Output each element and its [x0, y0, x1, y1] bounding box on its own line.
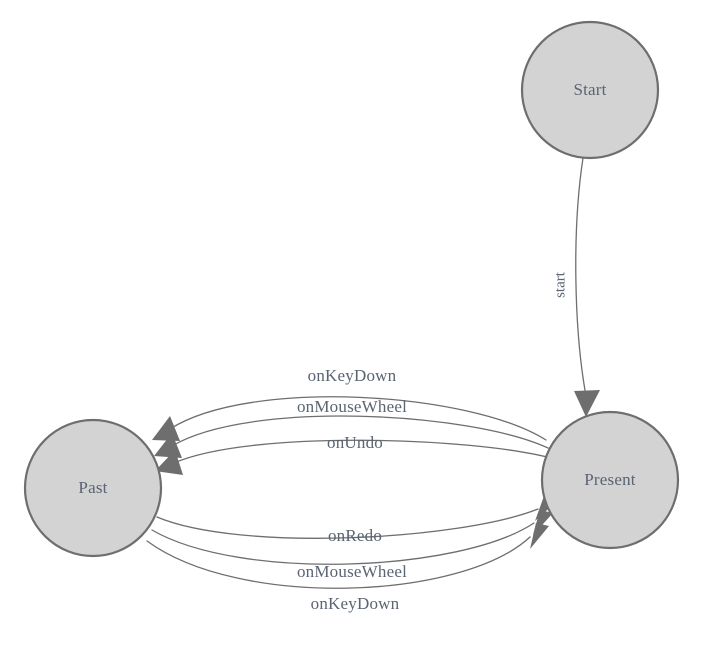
edge-past-present-mousewheel-path: [151, 522, 535, 565]
node-present-label: Present: [584, 470, 636, 489]
edge-past-present-redo-path: [156, 508, 539, 539]
node-past[interactable]: Past: [23, 418, 163, 558]
edge-start-label: start: [552, 271, 568, 298]
node-past-label: Past: [78, 478, 107, 497]
edge-start-arrowhead: [574, 390, 600, 417]
node-start[interactable]: Start: [520, 20, 660, 160]
node-present[interactable]: Present: [540, 410, 680, 550]
edge-past-present-keydown[interactable]: onKeyDown: [146, 523, 549, 613]
edge-past-present-keydown-path: [146, 536, 531, 589]
edge-present-past-mousewheel-path: [171, 415, 549, 449]
edge-past-present-keydown-arrowhead: [530, 523, 549, 549]
edge-past-present-redo-label: onRedo: [328, 526, 382, 545]
node-start-circle: [520, 20, 660, 160]
edge-present-past-undo-label: onUndo: [327, 433, 383, 452]
edge-present-past-keydown-path: [169, 396, 547, 441]
edge-present-past-mousewheel-label: onMouseWheel: [297, 397, 407, 416]
edge-present-past-keydown-label: onKeyDown: [308, 366, 397, 385]
edge-past-present-keydown-label: onKeyDown: [311, 594, 400, 613]
edge-past-present-mousewheel-label: onMouseWheel: [297, 562, 407, 581]
node-present-circle: [540, 410, 680, 550]
edge-present-past-undo-arrowhead: [155, 450, 183, 475]
edge-present-past-undo[interactable]: onUndo: [155, 433, 552, 475]
edge-present-past-keydown[interactable]: onKeyDown: [152, 366, 547, 441]
edge-past-present-redo[interactable]: onRedo: [156, 496, 557, 545]
edge-present-past-keydown-arrowhead: [152, 416, 180, 441]
node-start-label: Start: [573, 80, 606, 99]
edge-start-path: [575, 157, 587, 397]
node-past-circle: [23, 418, 163, 558]
edge-past-present-mousewheel[interactable]: onMouseWheel: [151, 510, 553, 581]
edge-start[interactable]: start: [552, 157, 600, 417]
edge-present-past-undo-path: [173, 439, 552, 464]
